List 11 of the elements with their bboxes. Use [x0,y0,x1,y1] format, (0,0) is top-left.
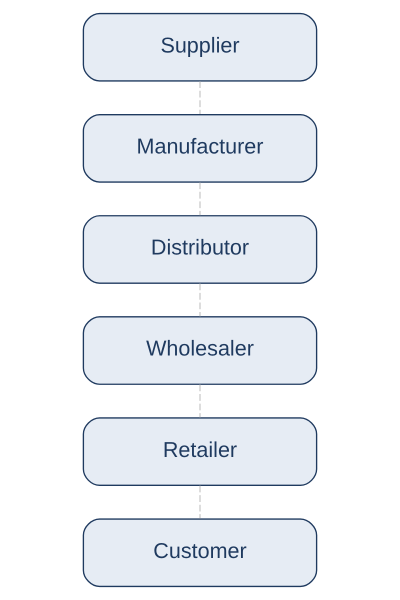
node-box: Supplier [82,12,318,82]
connector [199,284,201,316]
node-box: Wholesaler [82,316,318,385]
connector [199,81,201,114]
node-box: Customer [82,518,318,588]
node-box: Distributor [82,215,318,284]
connector [199,486,201,518]
connector [199,384,201,418]
node-box: Manufacturer [82,114,318,183]
connector [199,182,201,216]
node-box: Retailer [82,417,318,486]
